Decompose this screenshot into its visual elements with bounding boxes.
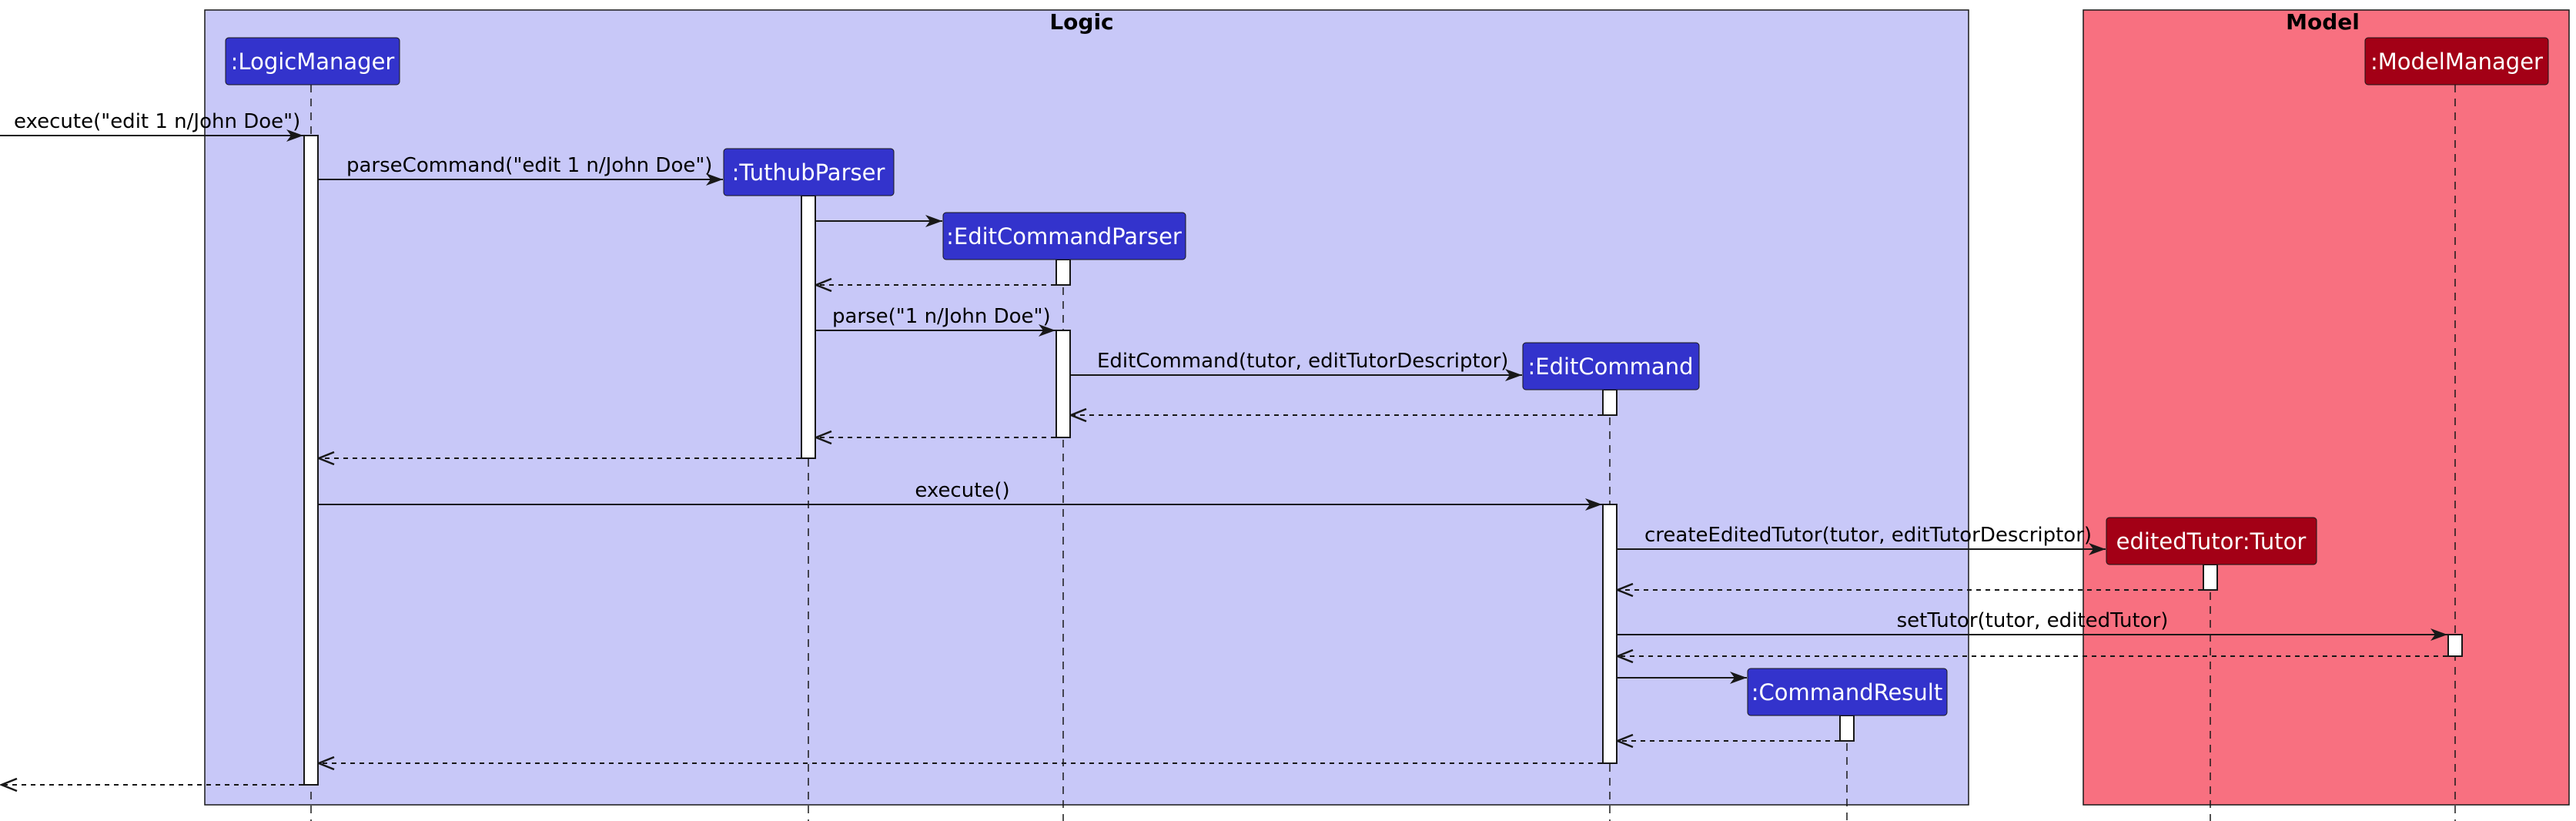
participant-edit-command-label: :EditCommand [1528,354,1694,380]
participant-edited-tutor: editedTutor:Tutor [2106,517,2317,565]
activation-edit-command-parser-1 [1055,259,1071,286]
activation-edit-command-1 [1602,389,1618,416]
participant-edit-command-parser: :EditCommandParser [942,212,1186,260]
message-label: EditCommand(tutor, editTutorDescriptor) [1097,350,1508,373]
logic-box [204,9,1969,806]
participant-edited-tutor-label: editedTutor:Tutor [2116,528,2307,555]
activation-edit-command-parser-2 [1055,330,1071,438]
participant-command-result-label: :CommandResult [1751,679,1942,705]
activation-edit-command-2 [1602,504,1618,764]
model-box-title: Model [2286,9,2360,35]
message-label: execute("edit 1 n/John Doe") [14,110,300,133]
participant-logic-manager: :LogicManager [225,37,400,85]
message-label: parseCommand("edit 1 n/John Doe") [346,154,712,177]
message-label: createEditedTutor(tutor, editTutorDescri… [1644,524,2092,547]
participant-edit-command: :EditCommand [1522,342,1700,390]
participant-edit-command-parser-label: :EditCommandParser [946,223,1182,250]
message-label: setTutor(tutor, editedTutor) [1897,609,2169,632]
activation-tuthub-parser [801,195,816,459]
participant-model-manager-label: :ModelManager [2370,49,2543,75]
activation-edited-tutor [2203,564,2218,591]
activation-model-manager [2447,634,2463,657]
participant-tuthub-parser: :TuthubParser [723,148,895,196]
participant-model-manager: :ModelManager [2364,37,2549,85]
participant-command-result: :CommandResult [1747,668,1948,716]
message-label: parse("1 n/John Doe") [832,305,1051,328]
activation-command-result [1839,715,1855,742]
participant-logic-manager-label: :LogicManager [231,49,395,75]
message-label: execute() [915,479,1009,502]
logic-box-title: Logic [1049,9,1113,35]
model-box [2083,9,2570,806]
participant-tuthub-parser-label: :TuthubParser [732,159,885,186]
activation-logic-manager [303,135,319,786]
